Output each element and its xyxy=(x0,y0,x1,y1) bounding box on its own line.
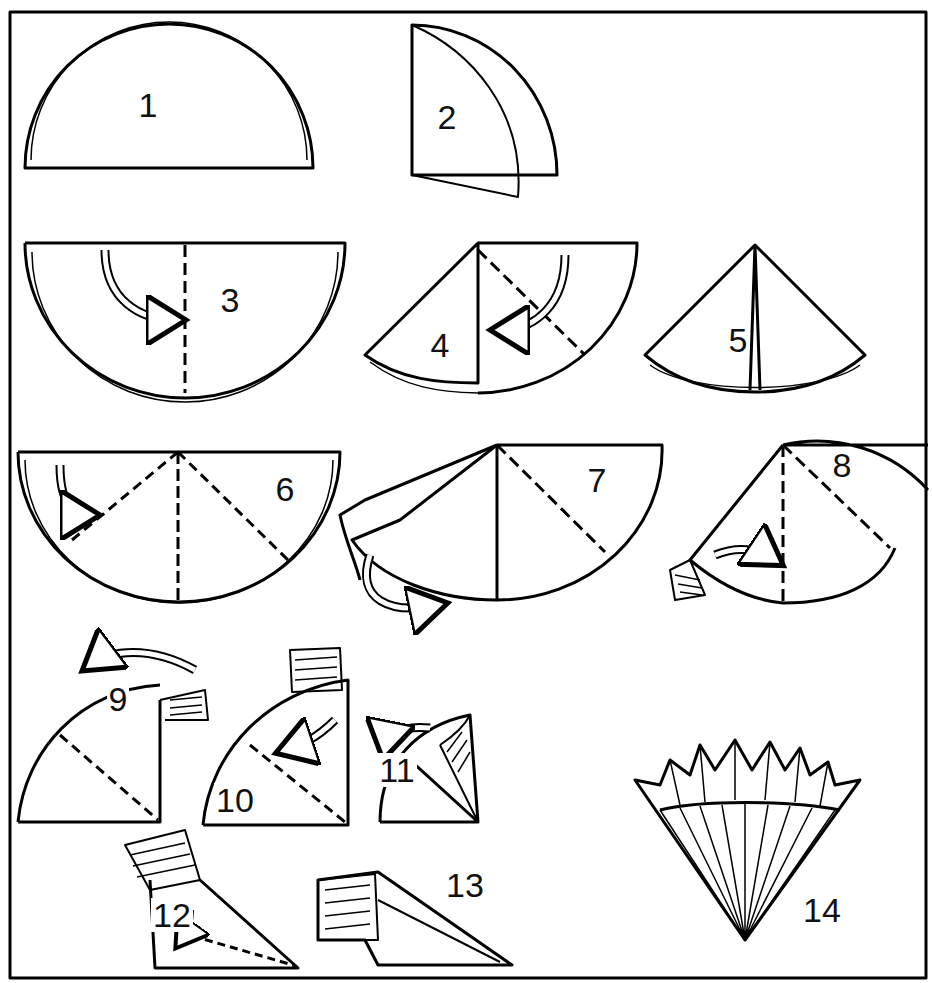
step-number: 4 xyxy=(429,328,452,362)
step-number: 9 xyxy=(107,682,130,716)
step-number: 14 xyxy=(801,893,843,927)
step-number: 10 xyxy=(214,783,256,817)
step-number: 12 xyxy=(151,898,193,932)
step-number: 5 xyxy=(727,323,750,357)
step-number: 7 xyxy=(586,463,609,497)
step-number: 2 xyxy=(436,100,459,134)
step-number: 1 xyxy=(137,88,160,122)
step-number: 8 xyxy=(831,448,854,482)
step-number: 3 xyxy=(219,283,242,317)
step-number: 11 xyxy=(377,753,416,787)
step-number: 13 xyxy=(444,868,486,902)
step-number: 6 xyxy=(274,472,297,506)
